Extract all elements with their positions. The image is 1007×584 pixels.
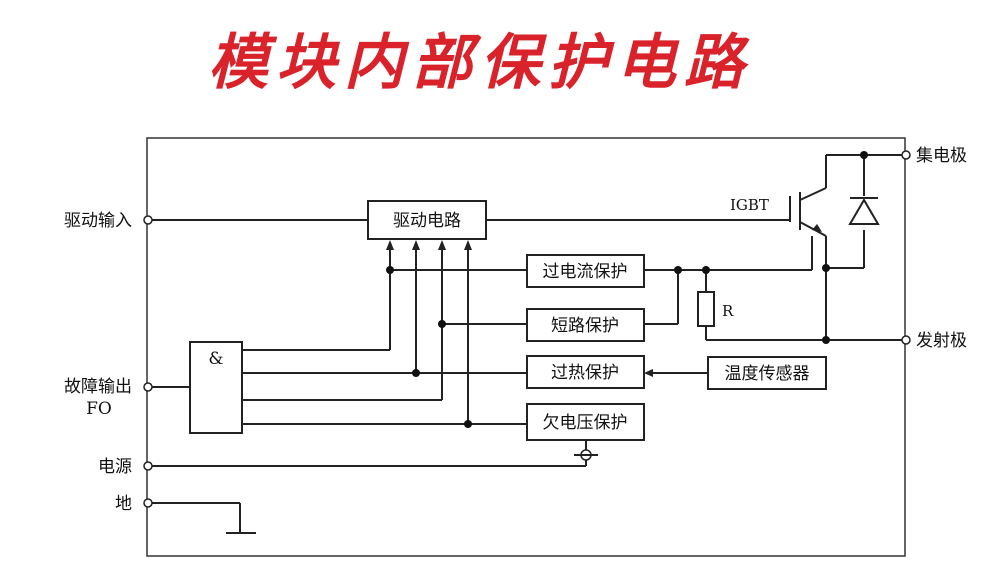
igbt-label: IGBT <box>730 196 769 214</box>
collector-label: 集电极 <box>916 146 967 166</box>
power-label: 电源 <box>98 457 132 477</box>
ground-label: 地 <box>115 494 132 514</box>
temp-sensor-label: 温度传感器 <box>725 364 810 384</box>
terminal-fault-output <box>143 382 153 392</box>
block-drive-circuit: 驱动电路 <box>367 200 487 240</box>
module-frame <box>146 137 906 557</box>
terminal-emitter <box>901 335 911 345</box>
block-temp-sensor: 温度传感器 <box>707 356 827 390</box>
block-overcurrent: 过电流保护 <box>526 254 645 288</box>
diode-symbol <box>848 197 880 225</box>
drive-input-label: 驱动输入 <box>64 211 132 231</box>
overcurrent-label: 过电流保护 <box>543 262 628 282</box>
resistor-label: R <box>722 302 734 320</box>
short-circuit-label: 短路保护 <box>551 316 619 336</box>
terminals <box>143 150 911 508</box>
terminal-ground <box>143 498 153 508</box>
junction-dots <box>386 151 868 428</box>
igbt-symbol: IGBT <box>730 187 827 237</box>
block-undervoltage: 欠电压保护 <box>526 403 645 441</box>
resistor-r <box>697 291 715 327</box>
block-short-circuit: 短路保护 <box>526 308 645 342</box>
terminal-drive-input <box>143 215 153 225</box>
fault-output-fo-label: FO <box>86 399 112 419</box>
block-overheat: 过热保护 <box>526 355 645 389</box>
and-gate-label: & <box>208 349 223 369</box>
emitter-label: 发射极 <box>916 331 967 351</box>
terminal-collector <box>901 150 911 160</box>
and-gate: & <box>189 341 243 434</box>
undervoltage-label: 欠电压保护 <box>543 413 628 433</box>
terminal-power <box>143 461 153 471</box>
fault-output-label: 故障输出 <box>64 377 132 397</box>
overheat-label: 过热保护 <box>551 363 619 383</box>
wires <box>148 154 906 534</box>
drive-circuit-label: 驱动电路 <box>393 211 461 231</box>
page-title: 模块内部保护电路 <box>208 28 752 98</box>
supply-junction-symbol <box>574 449 598 461</box>
